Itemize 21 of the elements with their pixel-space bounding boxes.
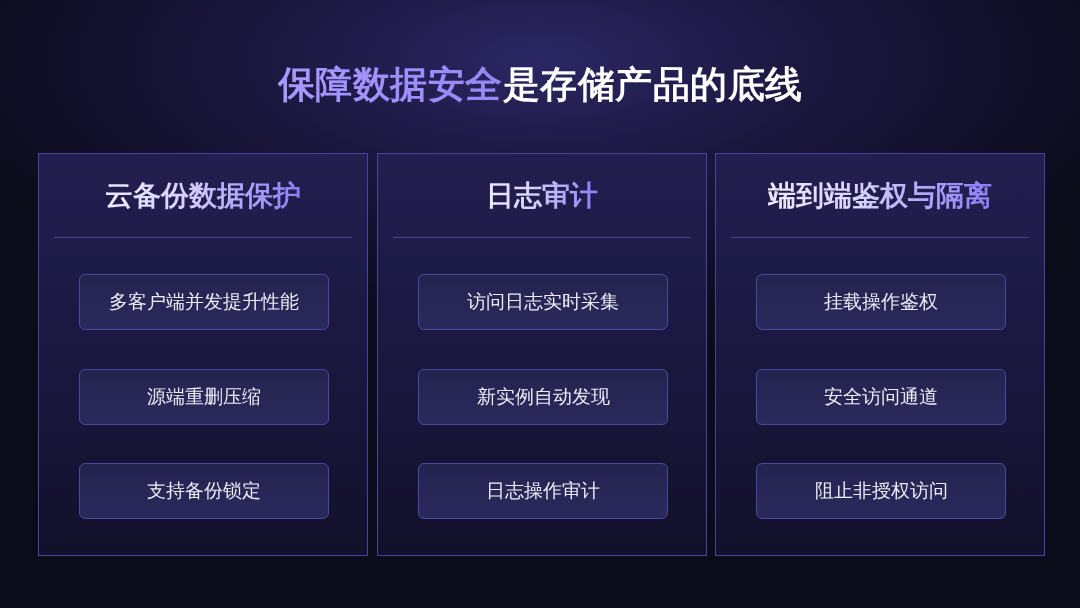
- feature-box: [79, 368, 329, 425]
- feature-label: 源端重删压缩: [147, 384, 261, 409]
- feature-label: 支持备份锁定: [147, 479, 261, 503]
- feature-label: 日志操作审计: [486, 479, 600, 503]
- feature-box: [418, 274, 668, 330]
- feature-box: [418, 463, 668, 519]
- feature-label: 挂载操作鉴权: [824, 290, 938, 314]
- feature-label: 多客户端并发提升性能: [109, 290, 299, 314]
- category-panel: [38, 153, 368, 556]
- feature-box: [756, 368, 1006, 425]
- feature-box: [418, 368, 668, 425]
- feature-box: [79, 463, 329, 519]
- category-panel: [377, 153, 707, 556]
- feature-box: [79, 274, 329, 330]
- feature-box: [756, 274, 1006, 330]
- feature-label: 安全访问通道: [824, 384, 938, 409]
- feature-label: 访问日志实时采集: [467, 290, 619, 314]
- feature-label: 阻止非授权访问: [814, 479, 948, 503]
- feature-box: [756, 463, 1006, 519]
- feature-label: 新实例自动发现: [476, 384, 610, 409]
- category-panel: [715, 153, 1045, 556]
